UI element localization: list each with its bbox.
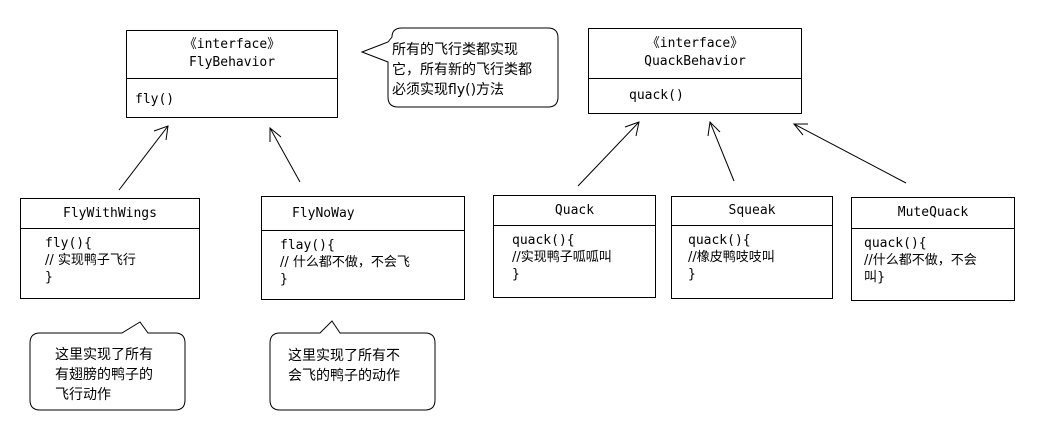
- quack-body: quack(){ //实现鸭子呱呱叫 }: [494, 226, 655, 289]
- mutequack-class: MuteQuack quack(){ //什么都不做，不会 叫}: [851, 197, 1015, 301]
- note-line: 飞行动作: [55, 387, 111, 403]
- flywithwings-body: fly(){ // 实现鸭子飞行 }: [21, 229, 199, 292]
- note-line: 会飞的鸭子的动作: [288, 368, 400, 384]
- code-line: quack(){: [512, 233, 575, 248]
- note-fly-with-wings: 这里实现了所有 有翅膀的鸭子的 飞行动作: [55, 345, 153, 405]
- quack-class: Quack quack(){ //实现鸭子呱呱叫 }: [493, 195, 656, 298]
- quackbehavior-interface: 《interface》 QuackBehavior quack(): [588, 28, 802, 114]
- flynoway-class: FlyNoWay flay(){ // 什么都不做，不会飞 }: [261, 196, 465, 300]
- code-line: flay(){: [280, 238, 335, 253]
- flywithwings-name: FlyWithWings: [21, 199, 199, 229]
- note-fly-interface: 所有的飞行类都实现 它，所有新的飞行类都 必须实现fly()方法: [392, 40, 532, 100]
- arrow-mutequack-to-quackbehavior: [792, 123, 907, 184]
- squeak-name: Squeak: [672, 197, 832, 226]
- code-line: quack(){: [864, 236, 927, 251]
- quack-name: Quack: [494, 196, 655, 226]
- arrow-quack-to-quackbehavior: [577, 121, 640, 187]
- code-line: }: [688, 267, 696, 282]
- code-line: quack(){: [688, 233, 751, 248]
- flynoway-body: flay(){ // 什么都不做，不会飞 }: [262, 231, 464, 294]
- code-line: //什么都不做，不会: [864, 253, 977, 268]
- code-line: //实现鸭子呱呱叫: [512, 250, 612, 265]
- note-line: 有翅膀的鸭子的: [55, 367, 153, 383]
- flybehavior-interface: 《interface》 FlyBehavior fly(): [126, 30, 338, 118]
- note-fly-no-way: 这里实现了所有不 会飞的鸭子的动作: [288, 346, 400, 386]
- note-line: 这里实现了所有不: [288, 348, 400, 364]
- arrow-flynoway-to-flybehavior: [269, 126, 301, 183]
- code-line: }: [45, 270, 53, 285]
- callout-bubble-fly-no-way: [269, 320, 436, 411]
- code-line: }: [280, 272, 288, 287]
- code-line: //橡皮鸭吱吱叫: [688, 250, 775, 265]
- flybehavior-method: fly(): [135, 92, 175, 107]
- squeak-class: Squeak quack(){ //橡皮鸭吱吱叫 }: [671, 196, 833, 299]
- note-line: 这里实现了所有: [55, 347, 153, 363]
- quackbehavior-stereotype: 《interface》: [646, 36, 744, 51]
- arrow-flywithwings-to-flybehavior: [118, 125, 169, 191]
- note-line: 必须实现fly()方法: [392, 82, 505, 98]
- mutequack-name: MuteQuack: [852, 198, 1014, 229]
- flynoway-name: FlyNoWay: [262, 197, 464, 231]
- mutequack-body: quack(){ //什么都不做，不会 叫}: [852, 229, 1014, 292]
- code-line: 叫}: [864, 270, 886, 285]
- flybehavior-stereotype: 《interface》: [183, 37, 281, 52]
- code-line: fly(){: [45, 236, 92, 251]
- callout-bubble-fly-with-wings: [29, 321, 186, 411]
- flybehavior-name: FlyBehavior: [188, 55, 276, 70]
- flywithwings-class: FlyWithWings fly(){ // 实现鸭子飞行 }: [20, 198, 200, 299]
- code-line: // 什么都不做，不会飞: [280, 255, 410, 270]
- quackbehavior-method: quack(): [629, 88, 684, 103]
- note-line: 它，所有新的飞行类都: [392, 62, 532, 78]
- code-line: // 实现鸭子飞行: [45, 253, 136, 268]
- callout-bubble-fly-interface: [360, 27, 559, 108]
- quackbehavior-name: QuackBehavior: [644, 54, 746, 69]
- note-line: 所有的飞行类都实现: [392, 42, 518, 58]
- squeak-body: quack(){ //橡皮鸭吱吱叫 }: [672, 226, 832, 289]
- arrow-squeak-to-quackbehavior: [707, 120, 735, 182]
- code-line: }: [512, 267, 520, 282]
